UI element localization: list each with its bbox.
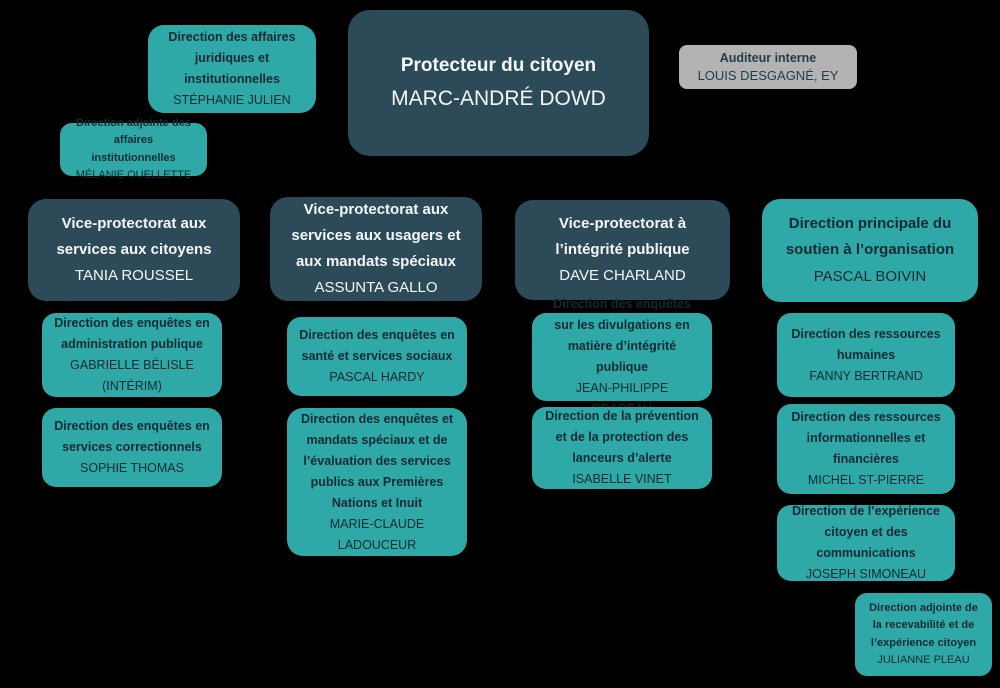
org-box-experience-citoyen-communications: Direction de l’expérience citoyen et des… (777, 504, 955, 581)
box-title: Direction de l’expérience citoyen et des… (792, 504, 940, 560)
box-title: Vice-protectorat aux services aux citoye… (56, 214, 212, 258)
org-box-ressources-humaines: Direction des ressources humaines FANNY … (777, 313, 955, 397)
box-title: Direction des affaires juridiques et ins… (168, 30, 296, 86)
box-title: Vice-protectorat aux services aux usager… (291, 200, 461, 271)
box-name: ASSUNTA GALLO (314, 279, 438, 297)
box-title: Direction des ressources informationnell… (791, 410, 941, 466)
box-name: LOUIS DESGAGNÉ, EY (697, 67, 839, 83)
box-name: PASCAL BOIVIN (813, 267, 927, 285)
box-name: MICHEL ST-PIERRE (807, 473, 925, 487)
org-box-dp-soutien-organisation: Direction principale du soutien à l’orga… (762, 199, 978, 302)
org-box-vp-integrite-publique: Vice-protectorat à l’intégrité publique … (515, 200, 730, 300)
box-title: Vice-protectorat à l’intégrité publique (555, 214, 690, 258)
org-box-auditeur-interne: Auditeur interne LOUIS DESGAGNÉ, EY (679, 45, 857, 89)
org-box-enquetes-services-correctionnels: Direction des enquêtes en services corre… (42, 408, 222, 487)
box-title: Direction adjointe des affaires institut… (76, 116, 191, 164)
box-title: Direction des enquêtes et mandats spécia… (300, 411, 454, 510)
box-name: MARC-ANDRÉ DOWD (391, 87, 606, 111)
box-title: Auditeur interne (719, 50, 817, 65)
org-box-prevention-lanceurs-alerte: Direction de la prévention et de la prot… (532, 407, 712, 489)
org-box-affaires-juridiques: Direction des affaires juridiques et ins… (148, 25, 316, 113)
box-title: Direction adjointe de la recevabilité et… (869, 601, 978, 649)
org-box-vp-services-citoyens: Vice-protectorat aux services aux citoye… (28, 199, 240, 301)
box-name: TANIA ROUSSEL (74, 267, 194, 285)
box-name: GABRIELLE BÉLISLE (INTÉRIM) (70, 358, 194, 393)
org-box-protecteur-du-citoyen: Protecteur du citoyen MARC-ANDRÉ DOWD (348, 10, 649, 156)
box-name: MÉLANIE OUELLETTE (75, 168, 192, 181)
box-title: Direction de la prévention et de la prot… (545, 409, 699, 465)
box-title: Direction des enquêtes en administration… (54, 316, 210, 351)
box-name: JOSEPH SIMONEAU (805, 567, 927, 581)
org-box-adjointe-recevabilite: Direction adjointe de la recevabilité et… (855, 593, 992, 676)
box-name: JULIANNE PLEAU (877, 653, 970, 666)
org-box-enquetes-mandats-speciaux: Direction des enquêtes et mandats spécia… (287, 408, 467, 556)
box-title: Direction principale du soutien à l’orga… (785, 215, 955, 259)
org-box-adjointe-institutionnelles: Direction adjointe des affaires institut… (60, 117, 207, 181)
org-box-vp-usagers-mandats: Vice-protectorat aux services aux usager… (270, 197, 482, 301)
box-name: SOPHIE THOMAS (80, 461, 184, 475)
org-box-ressources-informationnelles: Direction des ressources informationnell… (777, 404, 955, 494)
box-title: Protecteur du citoyen (400, 55, 597, 77)
org-box-enquetes-sante-services-sociaux: Direction des enquêtes en santé et servi… (287, 317, 467, 396)
org-box-enquetes-divulgations: Direction des enquêtes sur les divulgati… (532, 297, 712, 416)
box-name: ISABELLE VINET (572, 472, 672, 486)
box-name: FANNY BERTRAND (809, 368, 923, 383)
box-name: PASCAL HARDY (329, 370, 425, 384)
org-box-enquetes-administration-publique: Direction des enquêtes en administration… (42, 313, 222, 397)
box-title: Direction des enquêtes en services corre… (54, 419, 210, 454)
box-name: MARIE-CLAUDE LADOUCEUR (329, 516, 425, 552)
box-title: Direction des enquêtes en santé et servi… (299, 328, 455, 363)
box-title: Direction des ressources humaines (791, 326, 941, 362)
box-name: DAVE CHARLAND (559, 267, 686, 285)
box-title: Direction des enquêtes sur les divulgati… (553, 297, 691, 374)
box-name: STÉPHANIE JULIEN (173, 93, 291, 107)
